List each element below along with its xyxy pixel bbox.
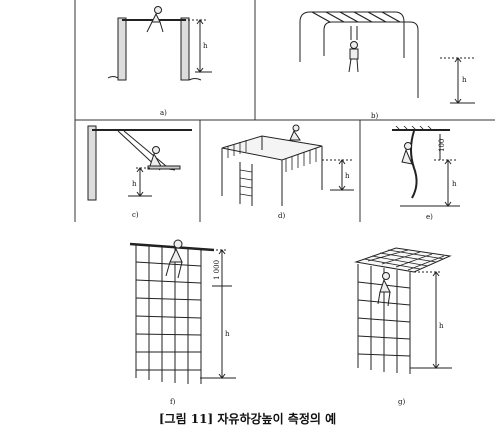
panel-e-top-label: 100 <box>438 139 446 152</box>
panel-g-net-roof: h g) <box>354 247 452 406</box>
panel-g-height-label: h <box>439 322 444 330</box>
panel-d-platform: h d) <box>221 124 354 220</box>
panel-c-height-label: h <box>132 180 137 188</box>
panel-b-child <box>348 26 359 73</box>
panel-d-height-label: h <box>345 172 350 180</box>
panel-dividers <box>74 0 495 222</box>
panel-e-height-label: h <box>452 180 457 188</box>
panel-f-child <box>165 239 183 279</box>
panel-g-child <box>377 272 391 307</box>
panel-g-label: g) <box>398 398 405 406</box>
panel-a-child <box>146 6 164 33</box>
panel-e-label: e) <box>426 213 433 221</box>
panel-e-child <box>401 142 413 165</box>
panel-f-net: 1 000 h f) <box>129 239 236 406</box>
panel-f-height-label: h <box>225 330 230 338</box>
panel-f-top-label: 1 000 <box>213 260 221 280</box>
panel-b-monkey-bars: h b) <box>299 11 475 120</box>
panel-a-label: a) <box>160 109 167 117</box>
panel-b-height-label: h <box>462 76 467 84</box>
figure-caption: [그림 11] 자유하강높이 측정의 예 <box>158 412 337 426</box>
panel-d-child <box>289 124 301 141</box>
panel-a-bar: h a) <box>107 6 212 117</box>
panel-c-swing: h c) <box>87 125 192 219</box>
panel-b-label: b) <box>371 112 378 120</box>
panel-e-rope: 100 h e) <box>392 125 460 221</box>
panel-c-label: c) <box>132 211 139 219</box>
panel-d-label: d) <box>278 212 285 220</box>
panel-f-label: f) <box>170 398 176 406</box>
panel-a-height-label: h <box>203 42 208 50</box>
